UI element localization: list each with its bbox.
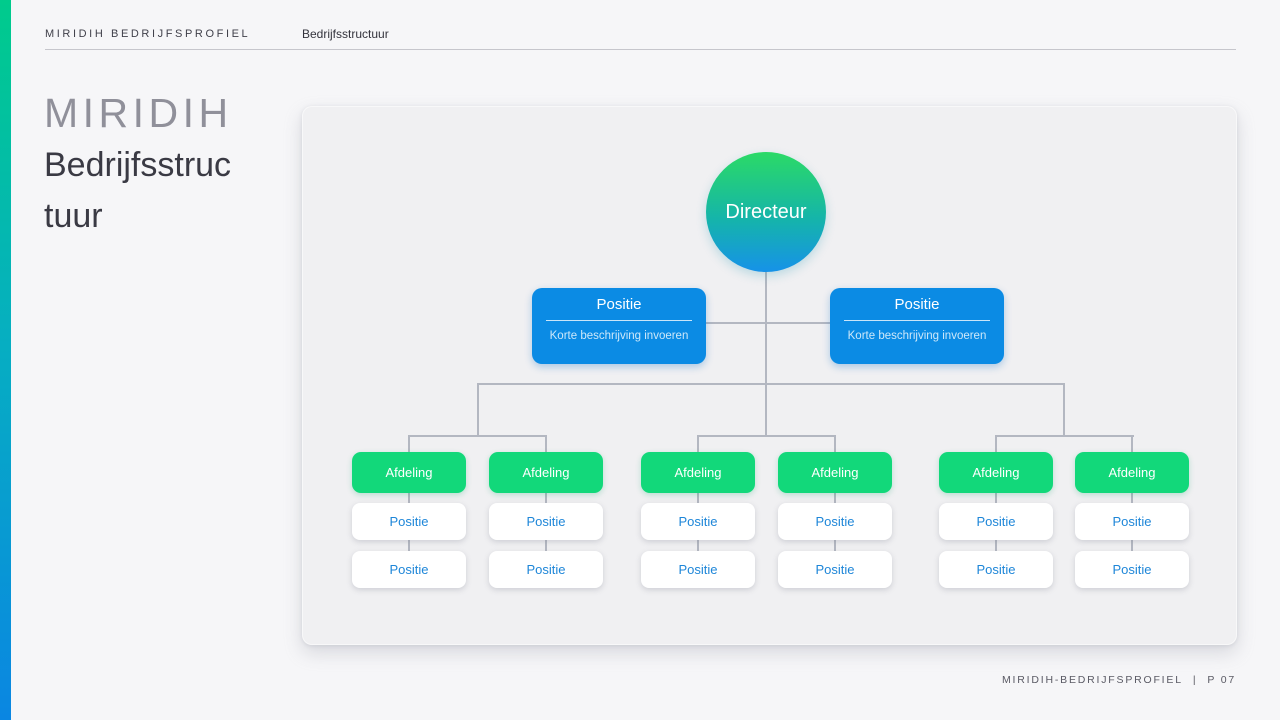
connector-group-2-horizontal <box>697 435 836 437</box>
manager-divider <box>844 320 990 321</box>
position-card[interactable]: Positie <box>641 551 755 588</box>
connector-position-stem <box>834 540 836 552</box>
manager-description-placeholder: Korte beschrijving invoeren <box>847 330 987 342</box>
connector-position-stem <box>995 540 997 552</box>
department-card[interactable]: Afdeling <box>489 452 603 493</box>
header-section-label: Bedrijfsstructuur <box>302 27 389 41</box>
connector-dept-stem <box>697 435 699 453</box>
position-card[interactable]: Positie <box>939 551 1053 588</box>
position-card[interactable]: Positie <box>352 503 466 540</box>
connector-position-stem <box>408 492 410 504</box>
position-card[interactable]: Positie <box>352 551 466 588</box>
position-card[interactable]: Positie <box>939 503 1053 540</box>
connector-managers-horizontal <box>705 322 831 324</box>
slide-title-line-1: Bedrijfsstruc <box>44 146 232 184</box>
connector-position-stem <box>834 492 836 504</box>
header-brand: MIRIDIH BEDRIJFSPROFIEL <box>45 28 251 40</box>
connector-dept-stem <box>995 435 997 453</box>
department-card[interactable]: Afdeling <box>939 452 1053 493</box>
department-card[interactable]: Afdeling <box>641 452 755 493</box>
position-card[interactable]: Positie <box>489 503 603 540</box>
position-card[interactable]: Positie <box>1075 551 1189 588</box>
connector-dept-stem <box>1131 435 1133 453</box>
manager-card-2[interactable]: Positie Korte beschrijving invoeren <box>830 288 1004 364</box>
position-card[interactable]: Positie <box>1075 503 1189 540</box>
footer-page-number: P 07 <box>1207 674 1236 686</box>
department-card[interactable]: Afdeling <box>778 452 892 493</box>
manager-card-1[interactable]: Positie Korte beschrijving invoeren <box>532 288 706 364</box>
manager-title: Positie <box>596 296 642 313</box>
department-card[interactable]: Afdeling <box>352 452 466 493</box>
connector-position-stem <box>1131 492 1133 504</box>
accent-gradient-bar <box>0 0 11 720</box>
header-divider <box>45 49 1236 50</box>
connector-position-stem <box>995 492 997 504</box>
manager-title: Positie <box>894 296 940 313</box>
connector-group-1-horizontal <box>408 435 547 437</box>
position-card[interactable]: Positie <box>489 551 603 588</box>
footer-document-label: MIRIDIH-BEDRIJFSPROFIEL <box>1002 674 1183 686</box>
footer: MIRIDIH-BEDRIJFSPROFIEL | P 07 <box>1002 674 1236 686</box>
connector-position-stem <box>697 540 699 552</box>
connector-dept-stem <box>545 435 547 453</box>
org-root-node[interactable]: Directeur <box>706 152 826 272</box>
connector-position-stem <box>545 492 547 504</box>
connector-main-horizontal <box>477 383 1065 385</box>
footer-separator: | <box>1192 674 1198 686</box>
connector-position-stem <box>697 492 699 504</box>
connector-root-stem <box>765 272 767 436</box>
position-card[interactable]: Positie <box>778 503 892 540</box>
position-card[interactable]: Positie <box>641 503 755 540</box>
position-card[interactable]: Positie <box>778 551 892 588</box>
connector-dept-stem <box>834 435 836 453</box>
slide-title-line-2: tuur <box>44 197 103 235</box>
connector-dept-stem <box>408 435 410 453</box>
connector-drop-left <box>477 383 479 436</box>
manager-divider <box>546 320 692 321</box>
connector-position-stem <box>408 540 410 552</box>
connector-position-stem <box>1131 540 1133 552</box>
title-brand: MIRIDIH <box>44 90 233 136</box>
connector-drop-right <box>1063 383 1065 436</box>
connector-position-stem <box>545 540 547 552</box>
department-card[interactable]: Afdeling <box>1075 452 1189 493</box>
connector-group-3-horizontal <box>995 435 1134 437</box>
manager-description-placeholder: Korte beschrijving invoeren <box>549 330 689 342</box>
org-root-label: Directeur <box>725 200 807 223</box>
